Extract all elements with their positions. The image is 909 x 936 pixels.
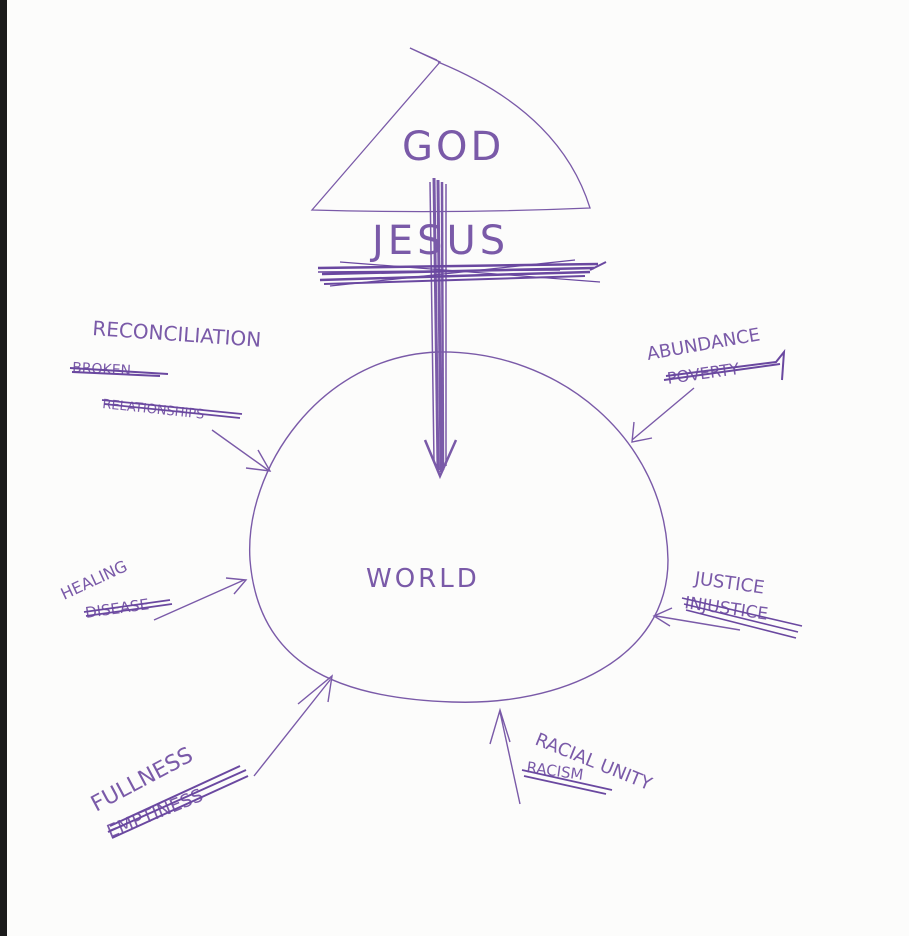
racial-unity-arrow bbox=[489, 707, 521, 805]
broken-strike bbox=[69, 367, 169, 377]
poverty-strike bbox=[663, 348, 786, 381]
healing-arrow bbox=[153, 577, 248, 621]
racism-strike bbox=[521, 769, 613, 795]
world-label: WORLD bbox=[366, 564, 480, 594]
god-label: GOD bbox=[402, 124, 504, 170]
cross-arrow-head bbox=[423, 439, 458, 480]
justice-label: JUSTICE bbox=[692, 568, 765, 599]
abundance-label: ABUNDANCE bbox=[645, 324, 761, 365]
poverty-label: POVERTY bbox=[666, 359, 741, 388]
cross-vertical-beam bbox=[429, 177, 447, 473]
jesus-label: JESUS bbox=[369, 218, 509, 264]
abundance-arrow bbox=[631, 387, 695, 443]
world-circle bbox=[249, 351, 669, 703]
injustice-strike bbox=[681, 597, 803, 639]
fullness-arrow bbox=[253, 674, 333, 777]
disease-strike bbox=[83, 599, 173, 617]
relationships-strike bbox=[101, 399, 243, 419]
reconciliation-label: RECONCILIATION bbox=[92, 316, 262, 352]
scan-edge bbox=[0, 0, 7, 936]
god-triangle-tip bbox=[409, 47, 438, 61]
emptiness-strike bbox=[107, 765, 249, 839]
reconciliation-arrow bbox=[211, 429, 272, 472]
healing-label: HEALING bbox=[58, 556, 130, 603]
cross-horizontal-beam bbox=[317, 259, 607, 287]
justice-arrow bbox=[652, 607, 741, 631]
god-triangle bbox=[310, 47, 591, 213]
